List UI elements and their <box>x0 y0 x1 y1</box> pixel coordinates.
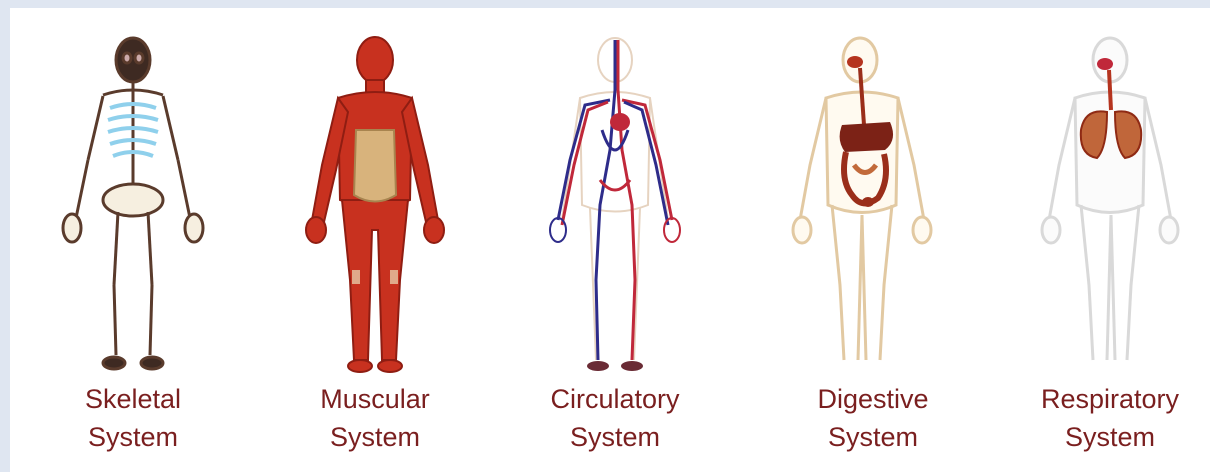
circulatory-caption: Circulatory System <box>520 380 710 456</box>
diagram-panel: Skeletal System Muscular System <box>10 8 1210 472</box>
respiratory-figure <box>1035 30 1185 380</box>
digestive-label-line1: Digestive <box>778 380 968 418</box>
digestive-caption: Digestive System <box>778 380 968 456</box>
skeletal-label-line1: Skeletal <box>38 380 228 418</box>
trachea <box>1109 70 1111 110</box>
digestive-figure <box>790 30 940 380</box>
respiratory-illustration <box>1035 30 1185 380</box>
abdominal-muscle <box>354 130 396 202</box>
circulatory-label-line1: Circulatory <box>520 380 710 418</box>
muscular-caption: Muscular System <box>280 380 470 456</box>
circulatory-figure <box>540 30 690 380</box>
respiratory-label-line2: System <box>1015 418 1205 456</box>
respiratory-label-line1: Respiratory <box>1015 380 1205 418</box>
muscular-figure <box>300 30 450 380</box>
heart <box>610 113 630 131</box>
skeletal-label-line2: System <box>38 418 228 456</box>
circulatory-label-line2: System <box>520 418 710 456</box>
muscle-illustration <box>300 30 450 380</box>
muscular-label-line1: Muscular <box>280 380 470 418</box>
skeletal-caption: Skeletal System <box>38 380 228 456</box>
digestive-illustration <box>790 30 940 380</box>
skeletal-figure <box>58 30 208 380</box>
digestive-label-line2: System <box>778 418 968 456</box>
respiratory-caption: Respiratory System <box>1015 380 1205 456</box>
skeleton-illustration <box>58 30 208 380</box>
liver-stomach <box>840 122 893 152</box>
circulatory-illustration <box>540 30 690 380</box>
muscular-label-line2: System <box>280 418 470 456</box>
